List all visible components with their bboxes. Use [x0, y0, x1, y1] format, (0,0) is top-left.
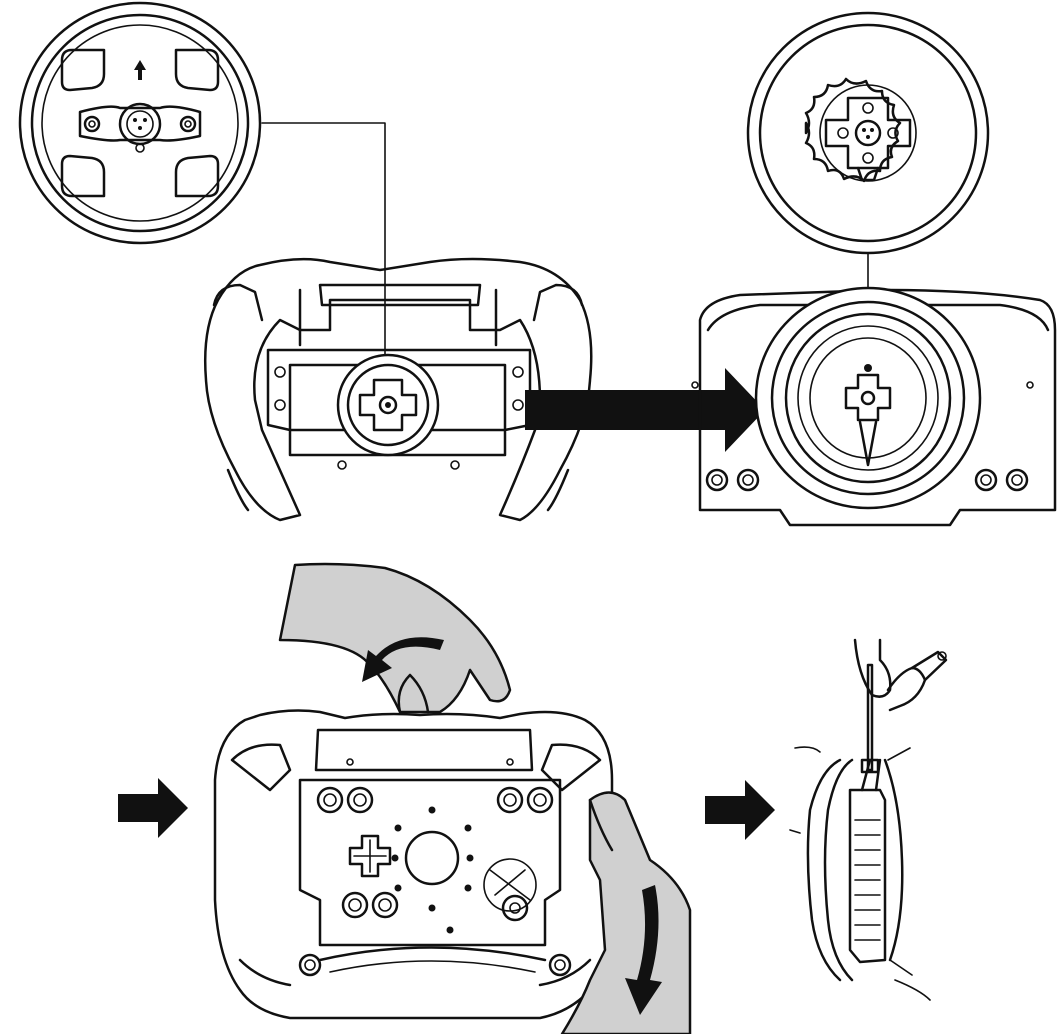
- lower-hand: [560, 791, 692, 1034]
- wheel-base: [691, 286, 1057, 527]
- arrow-to-side-view: [705, 780, 775, 840]
- upper-hand: [278, 562, 512, 714]
- up-arrow-icon: [134, 60, 146, 80]
- rotate-arrow-icon: [362, 637, 444, 682]
- wheel-rim-back: [203, 257, 593, 522]
- screwdriver-icon: [866, 663, 874, 772]
- side-view-screwdriver: [789, 638, 948, 1001]
- arrow-into-wheel: [118, 778, 188, 838]
- arrow-to-base: [525, 368, 765, 452]
- wheel-front-with-hands: [213, 562, 692, 1034]
- down-arrow-icon: [625, 885, 662, 1015]
- detail-base-hub: [746, 11, 990, 255]
- detail-wheel-back: [18, 1, 262, 245]
- leader-line-left: [261, 122, 386, 394]
